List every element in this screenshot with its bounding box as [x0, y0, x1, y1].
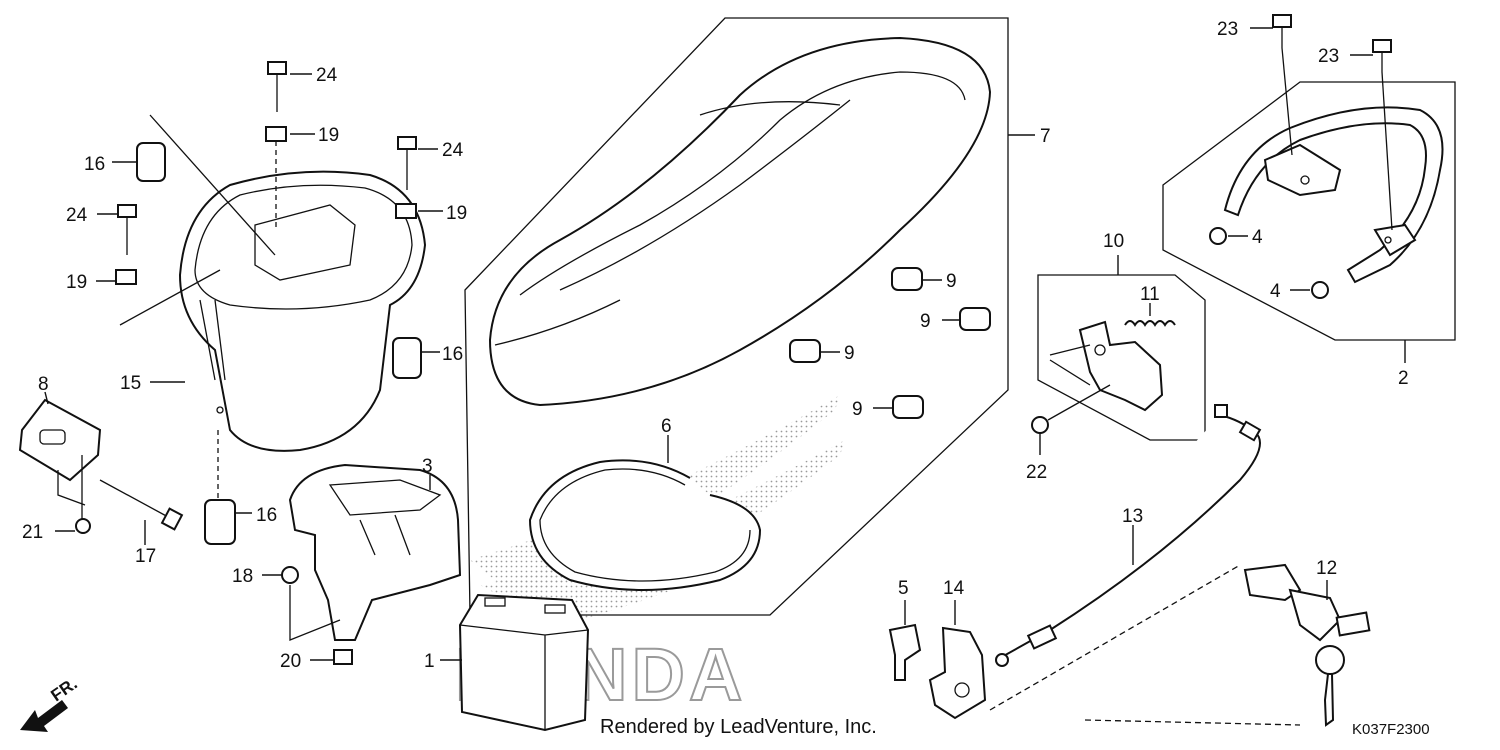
- seat-lock-cable: [999, 414, 1261, 659]
- callout-9c: 9: [844, 343, 855, 364]
- seat-latch-group: 10 11 22: [1026, 231, 1206, 483]
- front-arrow-icon: [20, 700, 68, 732]
- lock-body: [1288, 588, 1342, 642]
- seat-latch: [1078, 320, 1164, 412]
- luggage-box: [178, 170, 427, 452]
- callout-20: 20: [280, 651, 301, 672]
- callout-6: 6: [661, 416, 672, 437]
- callout-1: 1: [424, 651, 435, 672]
- battery-box-group: 3 18 20: [232, 456, 462, 672]
- washer-19-b: 19: [395, 203, 467, 224]
- luggage-box-rubber-1: [136, 142, 166, 182]
- callout-24a: 24: [316, 65, 338, 86]
- seat: [488, 36, 992, 407]
- bolt-22: [1031, 416, 1049, 434]
- callout-14: 14: [943, 578, 965, 599]
- callout-23b: 23: [1318, 46, 1339, 67]
- callout-7: 7: [1040, 126, 1051, 147]
- collar-4-b: [1311, 281, 1329, 299]
- bracket: [18, 398, 102, 482]
- callout-16a: 16: [84, 154, 105, 175]
- callout-9a: 9: [946, 271, 957, 292]
- seat-cushion-rubber-3: [789, 339, 821, 363]
- washer-19-a: 19: [265, 125, 339, 230]
- cable-and-lock-group: 13 12 5 14: [888, 404, 1371, 727]
- callout-17: 17: [135, 546, 156, 567]
- diagram-code: K037F2300: [1352, 721, 1430, 738]
- nut: [75, 518, 91, 534]
- seat-cushion-rubber-4: [892, 395, 924, 419]
- bolt-23-b: [1372, 39, 1392, 53]
- luggage-box-group: 15 16 16 16 24 19: [66, 61, 467, 545]
- callout-24b: 24: [442, 140, 464, 161]
- callout-13: 13: [1122, 506, 1143, 527]
- callout-19c: 19: [66, 272, 87, 293]
- front-direction-label: FR.: [47, 674, 80, 705]
- screw-18: [281, 566, 299, 584]
- seat-group: 7 9 9 9 9 6: [464, 17, 1051, 616]
- callout-19a: 19: [318, 125, 339, 146]
- bolt-24-b: 24: [397, 136, 464, 190]
- battery-box: [288, 463, 462, 641]
- front-direction-indicator: FR.: [20, 674, 81, 732]
- luggage-box-rubber-2: [392, 337, 422, 379]
- callout-10: 10: [1103, 231, 1124, 252]
- bolt-24-c: 24: [66, 204, 137, 255]
- callout-9b: 9: [920, 311, 931, 332]
- callout-16c: 16: [256, 505, 277, 526]
- bracket-group: 8 21 17: [18, 374, 184, 567]
- bolt-24-a: 24: [267, 61, 338, 112]
- nut-20: [333, 649, 353, 665]
- callout-11: 11: [1140, 284, 1160, 305]
- latch-spring: [1124, 320, 1176, 327]
- key: [1315, 645, 1345, 675]
- luggage-box-rubber-3: [204, 499, 236, 545]
- callout-19b: 19: [446, 203, 467, 224]
- callout-22: 22: [1026, 462, 1047, 483]
- callout-21: 21: [22, 522, 43, 543]
- holder-14: [928, 626, 987, 720]
- battery-group: 1: [424, 593, 590, 732]
- callout-16b: 16: [442, 344, 463, 365]
- callout-5: 5: [898, 578, 909, 599]
- callout-4a: 4: [1252, 227, 1263, 248]
- washer-19-c: 19: [66, 269, 137, 293]
- collar-4-a: [1209, 227, 1227, 245]
- callout-3: 3: [422, 456, 433, 477]
- callout-12: 12: [1316, 558, 1337, 579]
- callout-2: 2: [1398, 368, 1409, 389]
- callout-8: 8: [38, 374, 49, 395]
- seat-cushion-rubber-2: [959, 307, 991, 331]
- callout-9d: 9: [852, 399, 863, 420]
- callout-15: 15: [120, 373, 141, 394]
- clip-5: [888, 623, 922, 681]
- seat-seal: [528, 459, 762, 591]
- callout-18: 18: [232, 566, 253, 587]
- render-credit: Rendered by LeadVenture, Inc.: [600, 716, 877, 738]
- callout-23a: 23: [1217, 19, 1238, 40]
- battery: [458, 593, 590, 732]
- bolt-23-a: [1272, 14, 1292, 28]
- callout-4b: 4: [1270, 281, 1281, 302]
- grab-rail: [1223, 106, 1444, 284]
- callout-24c: 24: [66, 205, 88, 226]
- grab-rail-group: 2 23 23 4 4: [1162, 14, 1456, 389]
- grab-rail-bracket: [1263, 143, 1342, 197]
- seat-cushion-rubber-1: [891, 267, 923, 291]
